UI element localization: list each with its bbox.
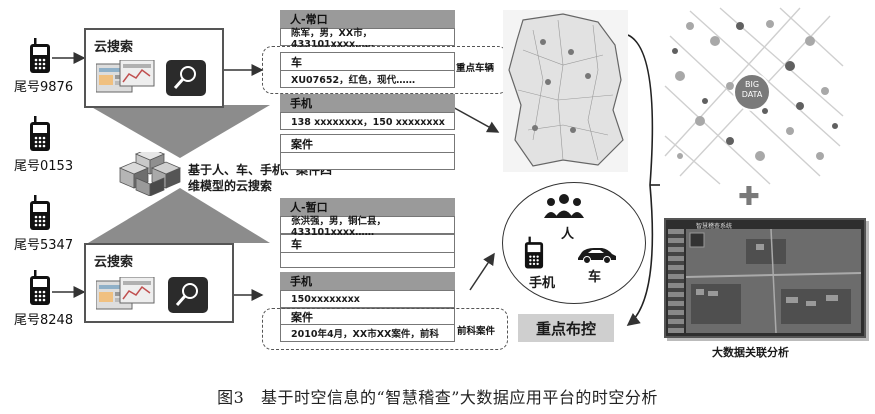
record-header-phone: 手机 (280, 94, 455, 112)
big-data-analysis-label: 大数据关联分析 (712, 346, 789, 359)
connector-line (469, 252, 495, 291)
control-car-label: 车 (588, 270, 602, 285)
screen-sidebar (668, 229, 684, 333)
search-magnifier-icon (168, 277, 208, 313)
key-control-label: 重点布控 (518, 314, 614, 342)
plus-icon: ✚ (738, 182, 760, 212)
cloud-search-title: 云搜索 (94, 40, 134, 55)
record-value-car: XU07652，红色，现代…… (280, 70, 455, 88)
mobile-phone-icon (30, 116, 50, 151)
record-header-person: 人-常口 (280, 10, 455, 28)
big-data-network-image (664, 7, 844, 185)
phone-tail-label: 尾号9876 (14, 80, 74, 95)
big-data-badge-line2: DATA (741, 90, 763, 99)
mobile-phone-icon (524, 236, 544, 269)
control-circle (502, 182, 646, 304)
record-value-car (280, 252, 455, 268)
record-header-person: 人-暂口 (280, 198, 455, 216)
highlight-case-label: 前科案件 (457, 326, 496, 337)
car-icon (578, 248, 616, 264)
record-header-car: 车 (280, 52, 455, 70)
screen-title: 智慧稽查系统 (696, 223, 733, 230)
record-header-case: 案件 (280, 134, 455, 152)
highlight-vehicle-label: 重点车辆 (456, 63, 495, 74)
phone-tail-label: 尾号0153 (14, 159, 74, 174)
search-magnifier-icon (166, 60, 206, 96)
record-value-case (280, 152, 455, 170)
dashboard-screens-icon (96, 277, 155, 310)
record-header-car: 车 (280, 234, 455, 252)
big-data-badge-line1: BIG (744, 80, 760, 89)
region-map-image (503, 10, 628, 172)
figure-caption: 图3 基于时空信息的“智慧稽查”大数据应用平台的时空分析 (217, 388, 658, 407)
funnel-bottom-triangle (88, 188, 270, 243)
record-value-person: 陈军，男，XX市，433101xxxx…… (280, 28, 455, 50)
dashboard-screens-icon (96, 60, 155, 93)
record-value-case: 2010年4月，XX市XX案件，前科 (280, 324, 455, 342)
control-person-label: 人 (561, 227, 575, 242)
phone-tail-label: 尾号8248 (14, 313, 74, 328)
record-card-top: 人-常口 陈军，男，XX市，433101xxxx…… 车 XU07652，红色，… (280, 10, 455, 170)
model-label-line2: 维模型的云搜索 (188, 179, 273, 193)
control-phone-label: 手机 (529, 276, 556, 291)
four-cube-model-icon (118, 152, 182, 196)
record-value-phone: 150xxxxxxxx (280, 290, 455, 308)
phone-tail-label: 尾号5347 (14, 238, 74, 253)
record-value-phone: 138 xxxxxxxx，150 xxxxxxxx (280, 112, 455, 130)
satellite-map-view (686, 229, 861, 333)
people-group-icon (544, 194, 584, 218)
mobile-phone-icon (30, 195, 50, 230)
bracket-arc (626, 34, 654, 326)
analysis-screen-image: 智慧稽查系统 (664, 218, 866, 338)
record-card-bottom: 人-暂口 张洪强，男，铜仁县，433101xxxx…… 车 手机 150xxxx… (280, 198, 455, 342)
highlight-case-box (262, 308, 508, 350)
cloud-search-panel-top: 云搜索 (84, 28, 224, 108)
record-value-person: 张洪强，男，铜仁县，433101xxxx…… (280, 216, 455, 238)
cloud-search-title: 云搜索 (94, 255, 134, 270)
record-header-phone: 手机 (280, 272, 455, 290)
mobile-phone-icon (30, 270, 50, 305)
mobile-phone-icon (30, 38, 50, 73)
funnel-top-triangle (88, 105, 270, 158)
cloud-search-panel-bottom: 云搜索 (84, 243, 234, 323)
